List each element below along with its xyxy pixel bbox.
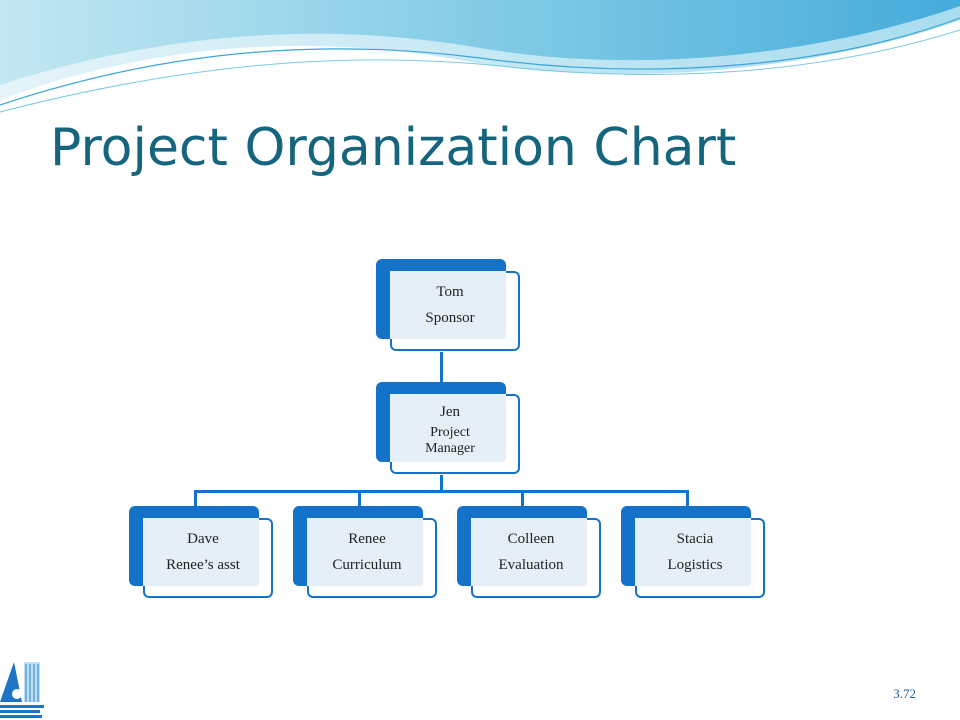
connector-report-2 — [358, 490, 361, 506]
org-node-report: Renee Curriculum — [293, 506, 437, 598]
org-node-report: Dave Renee’s asst — [129, 506, 273, 598]
node-role: Evaluation — [498, 557, 564, 573]
org-node-report: Stacia Logistics — [621, 506, 765, 598]
connector-report-1 — [194, 490, 197, 506]
connector-manager-bus — [440, 475, 443, 493]
wave-banner — [0, 0, 960, 113]
node-name: Tom — [436, 284, 464, 300]
connector-bus — [194, 490, 689, 493]
connector-report-4 — [686, 490, 689, 506]
connector-root-manager — [440, 352, 443, 382]
connector-report-3 — [521, 490, 524, 506]
node-name: Colleen — [507, 531, 555, 547]
node-name: Dave — [187, 531, 219, 547]
node-name: Jen — [440, 404, 460, 420]
org-node-manager: Jen Project Manager — [376, 382, 520, 474]
org-node-sponsor: Tom Sponsor — [376, 259, 520, 351]
node-role: Renee’s asst — [166, 557, 240, 573]
node-role: Curriculum — [332, 557, 402, 573]
node-role: Project Manager — [425, 425, 475, 456]
node-name: Stacia — [676, 531, 714, 547]
slide-title: Project Organization Chart — [50, 118, 737, 178]
node-name: Renee — [348, 531, 386, 547]
company-logo — [0, 662, 44, 718]
node-role: Sponsor — [425, 310, 475, 326]
org-node-report: Colleen Evaluation — [457, 506, 601, 598]
page-number: 3.72 — [893, 686, 916, 701]
node-role: Logistics — [667, 557, 723, 573]
